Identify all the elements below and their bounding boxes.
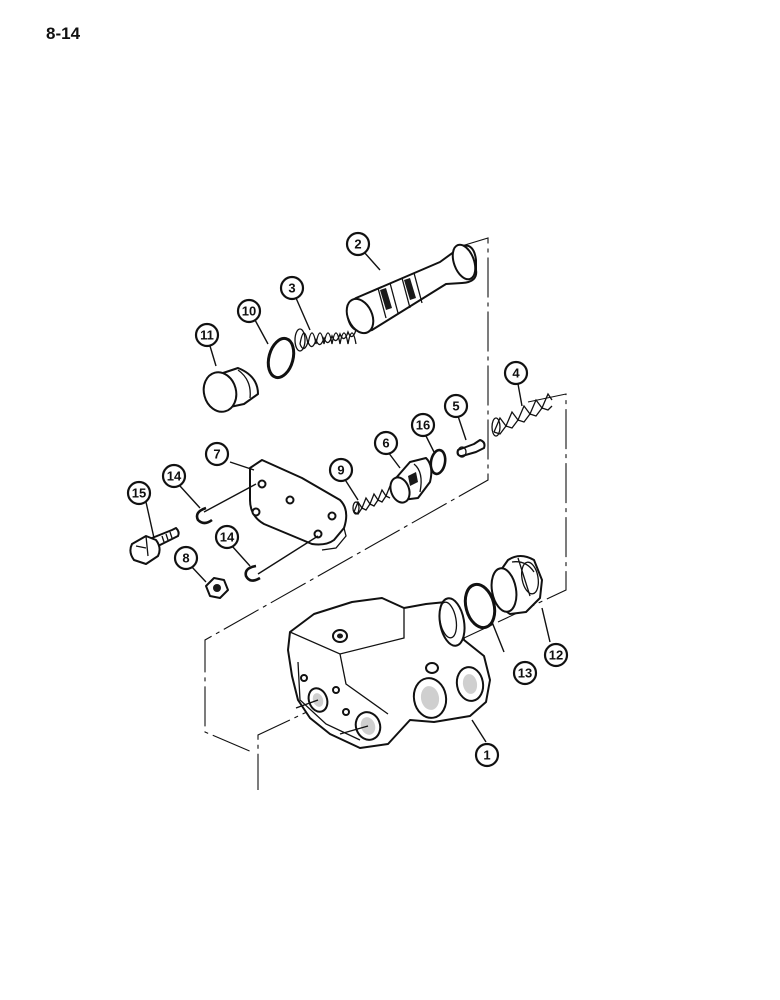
callout-4: 4 bbox=[503, 360, 529, 386]
callout-10: 10 bbox=[236, 298, 262, 324]
plug-part-12 bbox=[490, 555, 543, 615]
callout-13: 13 bbox=[512, 660, 538, 686]
callout-15: 15 bbox=[126, 480, 152, 506]
o-ring-part-13 bbox=[463, 582, 497, 630]
callout-14-lower-label: 14 bbox=[220, 530, 235, 545]
callout-5-label: 5 bbox=[452, 399, 459, 414]
callout-7: 7 bbox=[204, 441, 230, 467]
cover-plate-part-7 bbox=[249, 459, 348, 551]
callout-9-label: 9 bbox=[337, 463, 344, 478]
snap-ring-part-14-upper bbox=[195, 506, 213, 525]
valve-pin-part-5 bbox=[456, 439, 486, 458]
callout-3: 3 bbox=[279, 275, 305, 301]
callout-8: 8 bbox=[173, 545, 199, 571]
callout-15-label: 15 bbox=[132, 486, 146, 501]
callout-12: 12 bbox=[543, 642, 569, 668]
callout-14-lower: 14 bbox=[214, 524, 240, 550]
o-ring-part-16 bbox=[429, 448, 447, 476]
callout-10-label: 10 bbox=[242, 304, 256, 319]
callout-4-label: 4 bbox=[512, 366, 520, 381]
callout-1-label: 1 bbox=[483, 748, 490, 763]
callout-11-label: 11 bbox=[200, 328, 214, 343]
phantom-lines bbox=[204, 237, 567, 790]
callout-6-label: 6 bbox=[382, 436, 389, 451]
spool-part bbox=[345, 243, 478, 335]
callout-16: 16 bbox=[410, 412, 436, 438]
callout-14-upper: 14 bbox=[161, 463, 187, 489]
callout-2-label: 2 bbox=[354, 237, 361, 252]
callout-6: 6 bbox=[373, 430, 399, 456]
callout-9: 9 bbox=[328, 457, 354, 483]
check-valve-part-6 bbox=[389, 457, 433, 504]
callout-13-label: 13 bbox=[518, 666, 532, 681]
callout-12-label: 12 bbox=[549, 648, 563, 663]
callout-14-upper-label: 14 bbox=[167, 469, 182, 484]
page-number: 8-14 bbox=[46, 24, 81, 43]
spring-part-3 bbox=[294, 328, 357, 352]
spring-part-4 bbox=[491, 392, 553, 437]
callout-5: 5 bbox=[443, 393, 469, 419]
o-ring-part-10 bbox=[266, 336, 296, 380]
callout-2: 2 bbox=[345, 231, 371, 257]
spring-part-9 bbox=[352, 485, 391, 515]
valve-housing-part-1 bbox=[287, 597, 491, 749]
callout-16-label: 16 bbox=[416, 418, 430, 433]
plate-guide-lines bbox=[203, 483, 319, 575]
nut-part-8 bbox=[205, 577, 229, 599]
callout-8-label: 8 bbox=[182, 551, 189, 566]
plug-part-11 bbox=[202, 367, 259, 413]
callout-11: 11 bbox=[194, 322, 220, 348]
callout-1: 1 bbox=[474, 742, 500, 768]
callout-3-label: 3 bbox=[288, 281, 295, 296]
snap-ring-part-14-lower bbox=[244, 564, 261, 582]
leader-lines bbox=[145, 251, 551, 743]
bolt-part-15 bbox=[129, 527, 180, 565]
callout-7-label: 7 bbox=[213, 447, 220, 462]
